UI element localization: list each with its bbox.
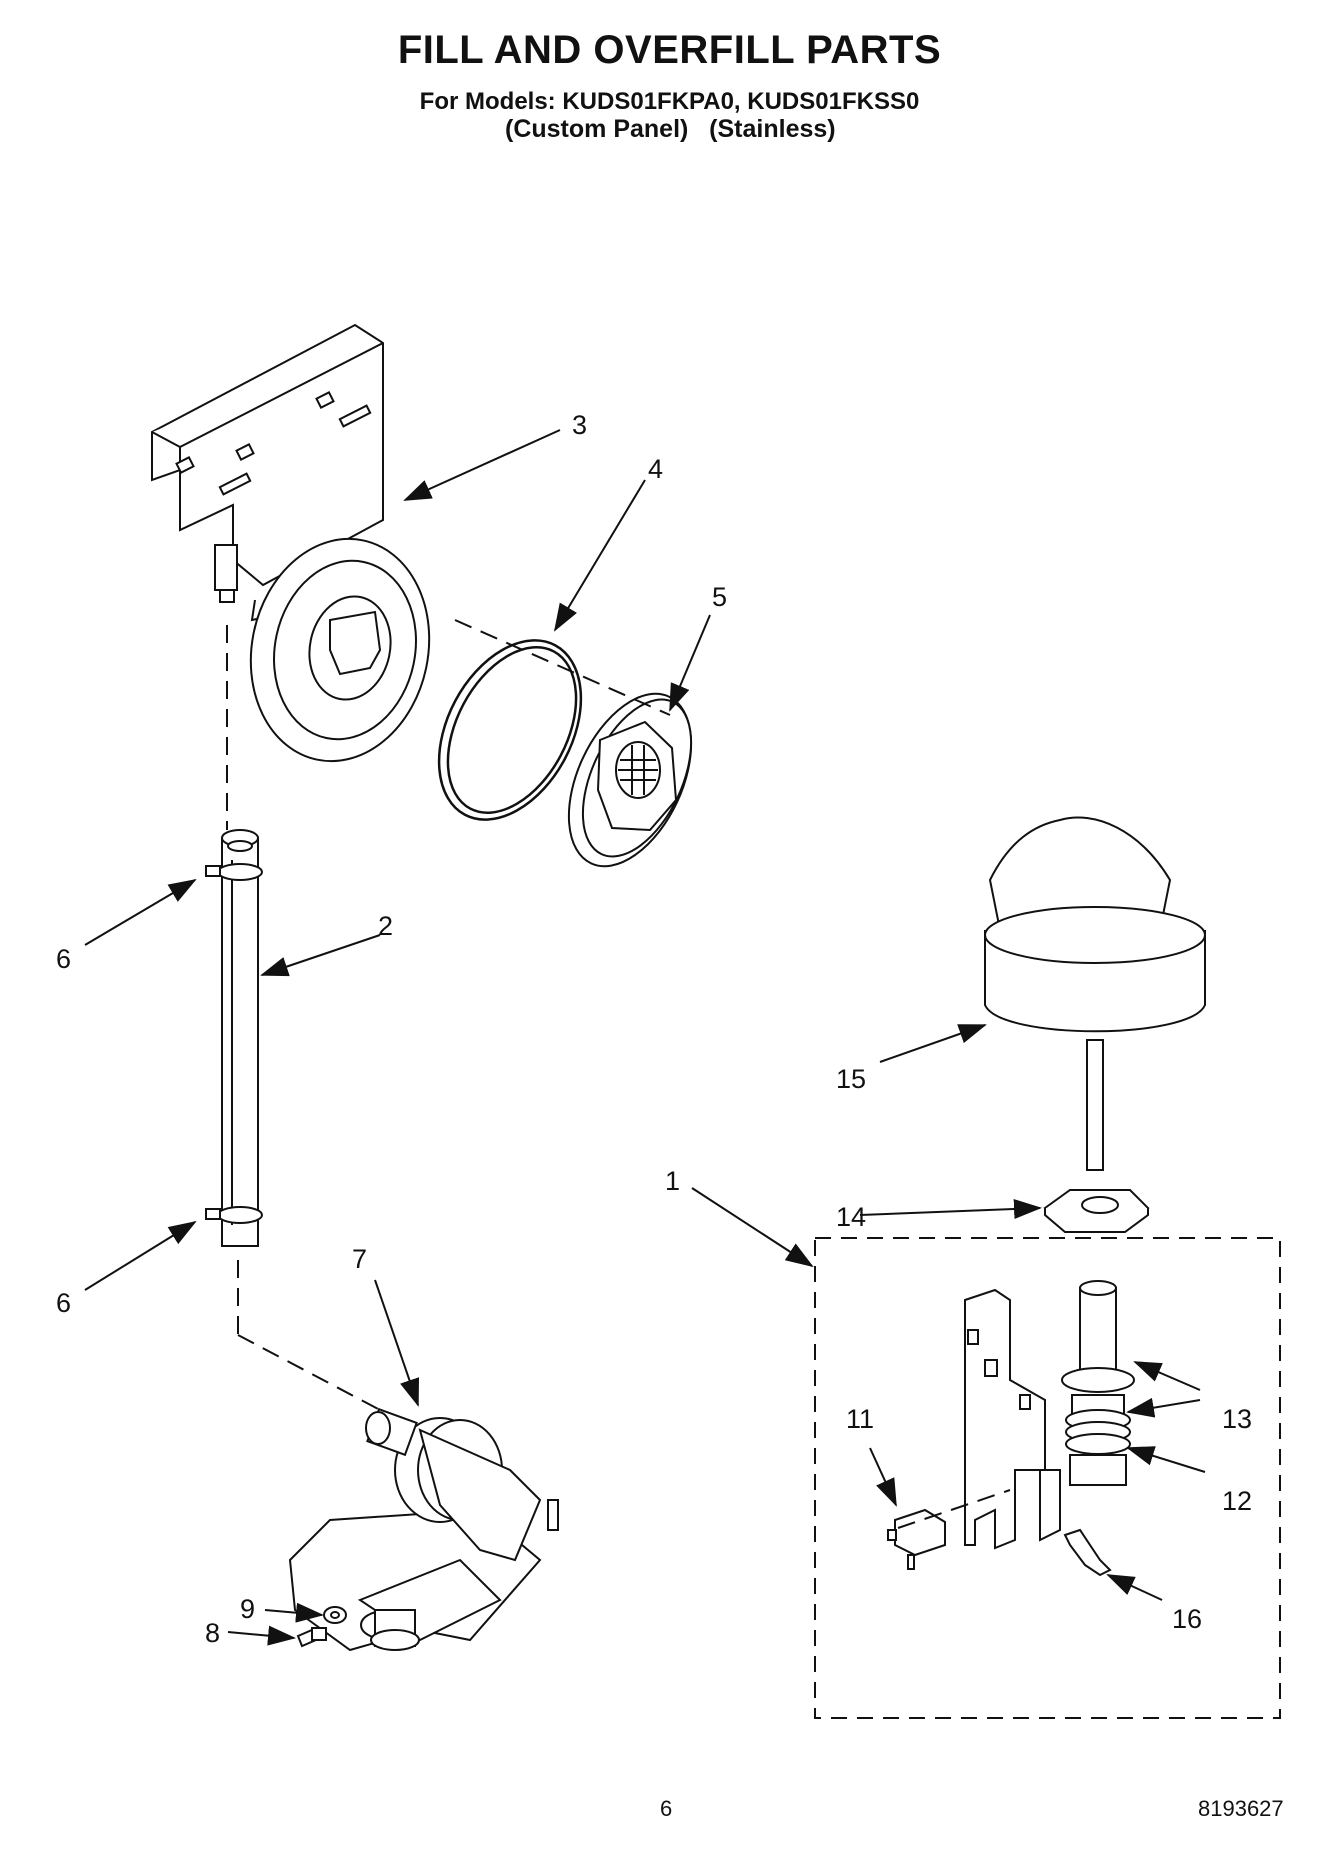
callout-4: 4 <box>648 454 663 484</box>
part-6-hose-clamp-bottom <box>205 1206 263 1224</box>
callout-13: 13 <box>1222 1404 1252 1434</box>
part-2-hose <box>221 829 259 1247</box>
part-4-gasket-ring <box>437 639 583 821</box>
callout-3: 3 <box>572 410 587 440</box>
document-number: 8193627 <box>1198 1796 1284 1821</box>
part-14-nut <box>1043 1189 1150 1233</box>
callout-5: 5 <box>712 582 727 612</box>
callout-7: 7 <box>352 1244 367 1274</box>
part-16-switch-lever <box>1063 1528 1112 1577</box>
page-number: 6 <box>660 1796 673 1821</box>
callout-16: 16 <box>1172 1604 1202 1634</box>
part-9-washer <box>323 1606 347 1624</box>
part-13-float-stem <box>1061 1280 1135 1393</box>
leader-arrows <box>84 429 1206 1646</box>
callout-9: 9 <box>240 1594 255 1624</box>
part-15-float <box>984 816 1206 1171</box>
part-3-fill-funnel <box>151 323 431 763</box>
part-11-micro-switch <box>887 1508 946 1570</box>
part-1-float-switch-assembly <box>964 1288 1061 1550</box>
part-6-hose-clamp-top <box>205 863 263 881</box>
page-title: FILL AND OVERFILL PARTS <box>397 28 942 72</box>
callout-15: 15 <box>836 1064 866 1094</box>
callout-6-top: 6 <box>56 944 71 974</box>
part-8-screw <box>296 1627 327 1648</box>
part-12-spring-collar <box>1065 1394 1131 1486</box>
model-variants: (Custom Panel) (Stainless) <box>505 115 836 143</box>
alignment-lines <box>226 619 1011 1529</box>
callout-6-bottom: 6 <box>56 1288 71 1318</box>
callout-2: 2 <box>378 911 393 941</box>
callout-1: 1 <box>665 1166 680 1196</box>
callout-11: 11 <box>846 1404 874 1434</box>
part-7-water-valve <box>288 1407 559 1652</box>
part-5-cap <box>567 692 693 868</box>
part-1-assembly-boundary <box>814 1237 1281 1719</box>
callout-12: 12 <box>1222 1486 1252 1516</box>
models-line: For Models: KUDS01FKPA0, KUDS01FKSS0 <box>419 88 920 115</box>
callout-8: 8 <box>205 1618 220 1648</box>
callout-14: 14 <box>836 1202 866 1232</box>
